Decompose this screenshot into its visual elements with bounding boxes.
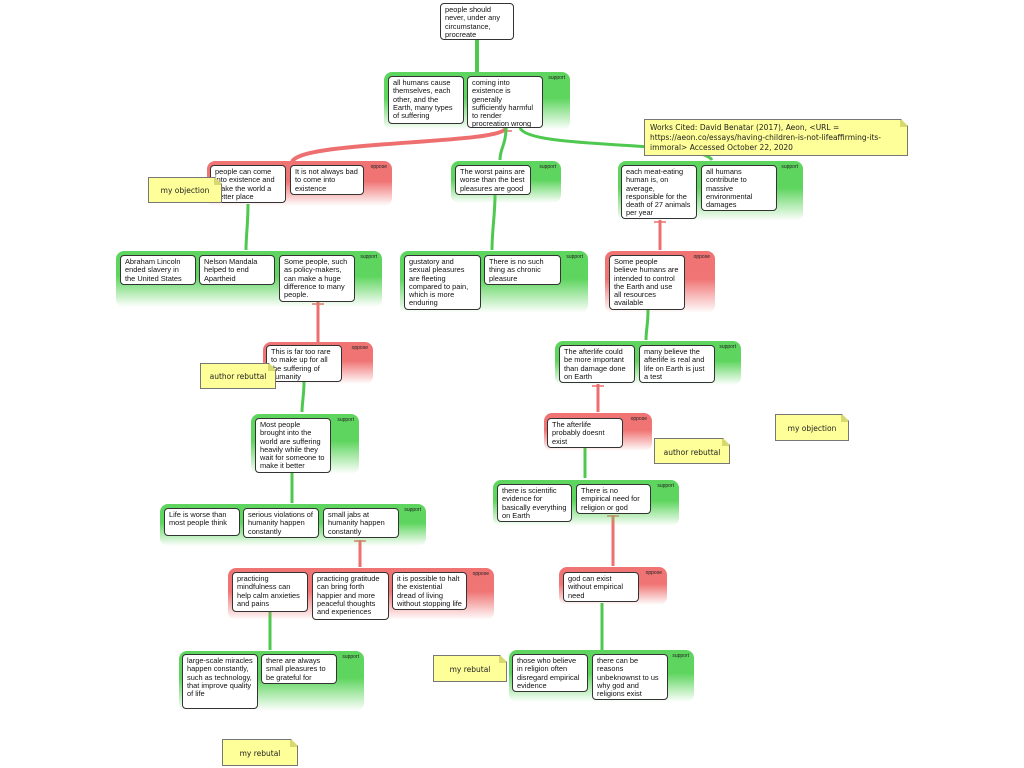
objection[interactable]: people can come into existence and make … <box>210 165 286 203</box>
my-rebuttal-note[interactable]: my rebutal <box>222 739 298 766</box>
premise[interactable]: There is no such thing as chronic pleasu… <box>484 255 561 285</box>
objection[interactable]: god can exist without empirical need <box>563 572 639 602</box>
objection[interactable]: practicing gratitude can bring forth hap… <box>312 572 389 620</box>
support-label: support <box>342 654 359 660</box>
support-label: support <box>360 254 377 260</box>
oppose-label: oppose <box>472 571 489 577</box>
oppose-label: oppose <box>630 416 647 422</box>
premise[interactable]: those who believe in religion often disr… <box>512 654 588 692</box>
premise[interactable]: Nelson Mandala helped to end Apartheid <box>199 255 275 285</box>
premise[interactable]: Abraham Lincoln ended slavery in the Uni… <box>120 255 196 285</box>
oppose-label: oppose <box>351 345 368 351</box>
premise[interactable]: Most people brought into the world are s… <box>255 418 331 473</box>
oppose-label: oppose <box>645 570 662 576</box>
premise[interactable]: all humans contribute to massive environ… <box>701 165 777 211</box>
support-label: support <box>548 75 565 81</box>
support-label: support <box>539 164 556 170</box>
support-label: support <box>781 164 798 170</box>
premise[interactable]: each meat-eating human is, on average, r… <box>621 165 697 219</box>
premise[interactable]: There is no empirical need for religion … <box>576 484 651 514</box>
oppose-label: oppose <box>693 254 710 260</box>
support-label: support <box>404 507 421 513</box>
objection[interactable]: it is possible to halt the existential d… <box>392 572 467 610</box>
premise[interactable]: all humans cause themselves, each other,… <box>388 76 464 124</box>
my-objection-note[interactable]: my objection <box>775 414 849 441</box>
support-label: support <box>672 653 689 659</box>
premise[interactable]: there is scientific evidence for basical… <box>497 484 572 522</box>
premise[interactable]: The afterlife could be more important th… <box>559 345 635 383</box>
author-rebuttal-note[interactable]: author rebuttal <box>200 363 276 389</box>
premise[interactable]: small jabs at humanity happen constantly <box>323 508 399 538</box>
premise[interactable]: many believe the afterlife is real and l… <box>639 345 715 383</box>
premise[interactable]: there can be reasons unbeknownst to us w… <box>592 654 668 700</box>
premise[interactable]: gustatory and sexual pleasures are fleet… <box>404 255 481 310</box>
objection[interactable]: This is far too rare to make up for all … <box>266 345 342 382</box>
support-label: support <box>657 483 674 489</box>
objection[interactable]: Some people believe humans are intended … <box>609 255 685 310</box>
my-rebuttal-note[interactable]: my rebutal <box>433 655 507 682</box>
root-claim[interactable]: people should never, under any circumsta… <box>440 3 514 40</box>
works-cited-note[interactable]: Works Cited: David Benatar (2017), Aeon,… <box>644 119 908 156</box>
premise[interactable]: Life is worse than most people think <box>164 508 240 536</box>
premise[interactable]: there are always small pleasures to be g… <box>261 654 337 684</box>
premise[interactable]: Some people, such as policy-makers, can … <box>279 255 355 302</box>
support-label: support <box>719 344 736 350</box>
premise[interactable]: The worst pains are worse than the best … <box>455 165 531 195</box>
premise[interactable]: large-scale miracles happen constantly, … <box>182 654 258 709</box>
support-label: support <box>337 417 354 423</box>
author-rebuttal-note[interactable]: author rebuttal <box>654 438 730 464</box>
my-objection-note[interactable]: my objection <box>148 177 222 203</box>
objection[interactable]: The afterlife probably doesnt exist <box>547 418 623 448</box>
objection[interactable]: It is not always bad to come into existe… <box>290 165 364 195</box>
objection[interactable]: practicing mindfulness can help calm anx… <box>232 572 308 612</box>
oppose-label: oppose <box>370 164 387 170</box>
premise[interactable]: serious violations of humanity happen co… <box>243 508 319 538</box>
support-label: support <box>566 254 583 260</box>
premise[interactable]: coming into existence is generally suffi… <box>467 76 543 128</box>
